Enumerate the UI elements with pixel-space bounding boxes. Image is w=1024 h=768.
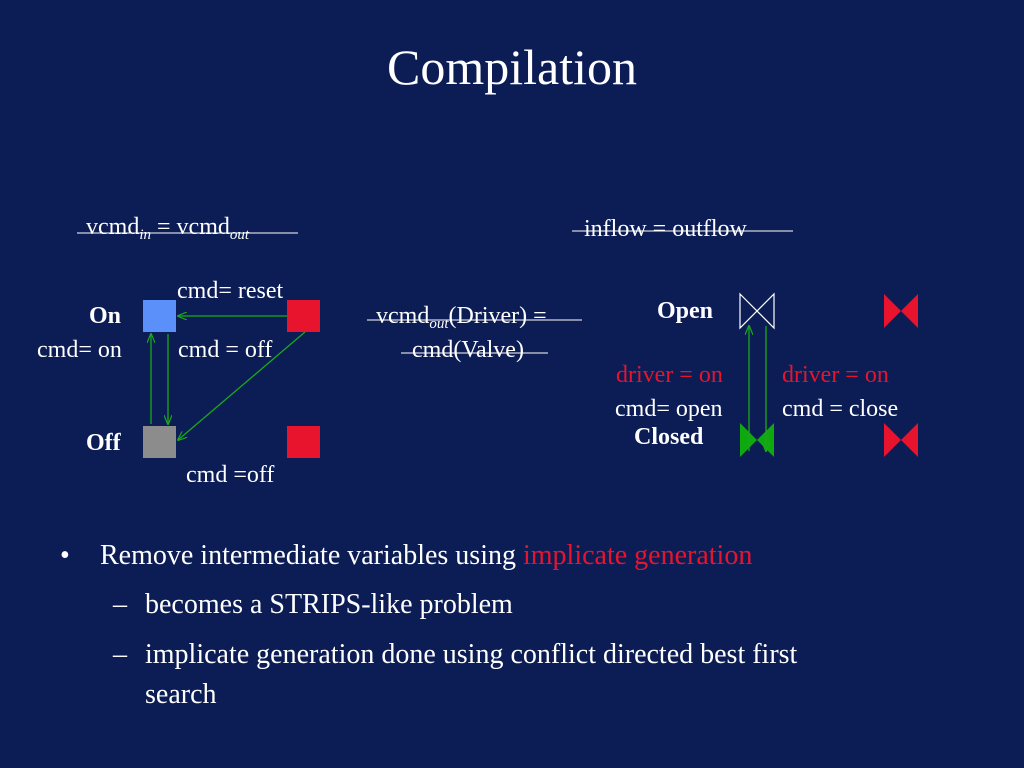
fault-state-box-top (287, 300, 320, 332)
subbullet-2-line1: implicate generation done using conflict… (145, 639, 798, 670)
cmd-close-label: cmd = close (782, 396, 899, 422)
driver-on-label-left: driver = on (616, 362, 723, 388)
subbullet-dash-2: – (113, 639, 127, 670)
off-state-label: Off (86, 430, 121, 456)
bullet-highlight: implicate generation (522, 540, 753, 571)
middle-equation-line2: cmd(Valve) (412, 337, 524, 363)
driver-on-label-right: driver = on (782, 362, 889, 388)
cmd-off-label-top: cmd = off (178, 337, 273, 363)
cmd-on-label: cmd= on (37, 337, 122, 363)
fault-off-arrow (178, 331, 306, 440)
cmd-off-label-bottom: cmd =off (186, 462, 275, 488)
on-state-box (143, 300, 176, 332)
bullet-text: Remove intermediate variables using impl… (100, 540, 753, 571)
fault-valve-icon-top (884, 294, 918, 328)
slide-title: Compilation (387, 39, 637, 95)
closed-valve-icon (740, 423, 774, 457)
open-valve-icon (739, 292, 775, 330)
off-state-box (143, 426, 176, 458)
middle-equation-line1: vcmdout(Driver) = (376, 303, 547, 332)
fault-valve-icon-bottom (884, 423, 918, 457)
cmd-open-label: cmd= open (615, 396, 723, 422)
left-constraint: vcmdin = vcmdout (86, 214, 250, 243)
subbullet-1: becomes a STRIPS-like problem (145, 589, 513, 620)
cmd-reset-label: cmd= reset (177, 278, 284, 304)
open-state-label: Open (657, 298, 714, 324)
on-state-label: On (89, 303, 122, 329)
right-constraint: inflow = outflow (584, 216, 747, 242)
bullet-marker: • (60, 540, 70, 571)
closed-state-label: Closed (634, 424, 704, 450)
fault-state-box-bottom (287, 426, 320, 458)
subbullet-dash-1: – (113, 589, 127, 620)
subbullet-2-line2: search (145, 679, 217, 710)
